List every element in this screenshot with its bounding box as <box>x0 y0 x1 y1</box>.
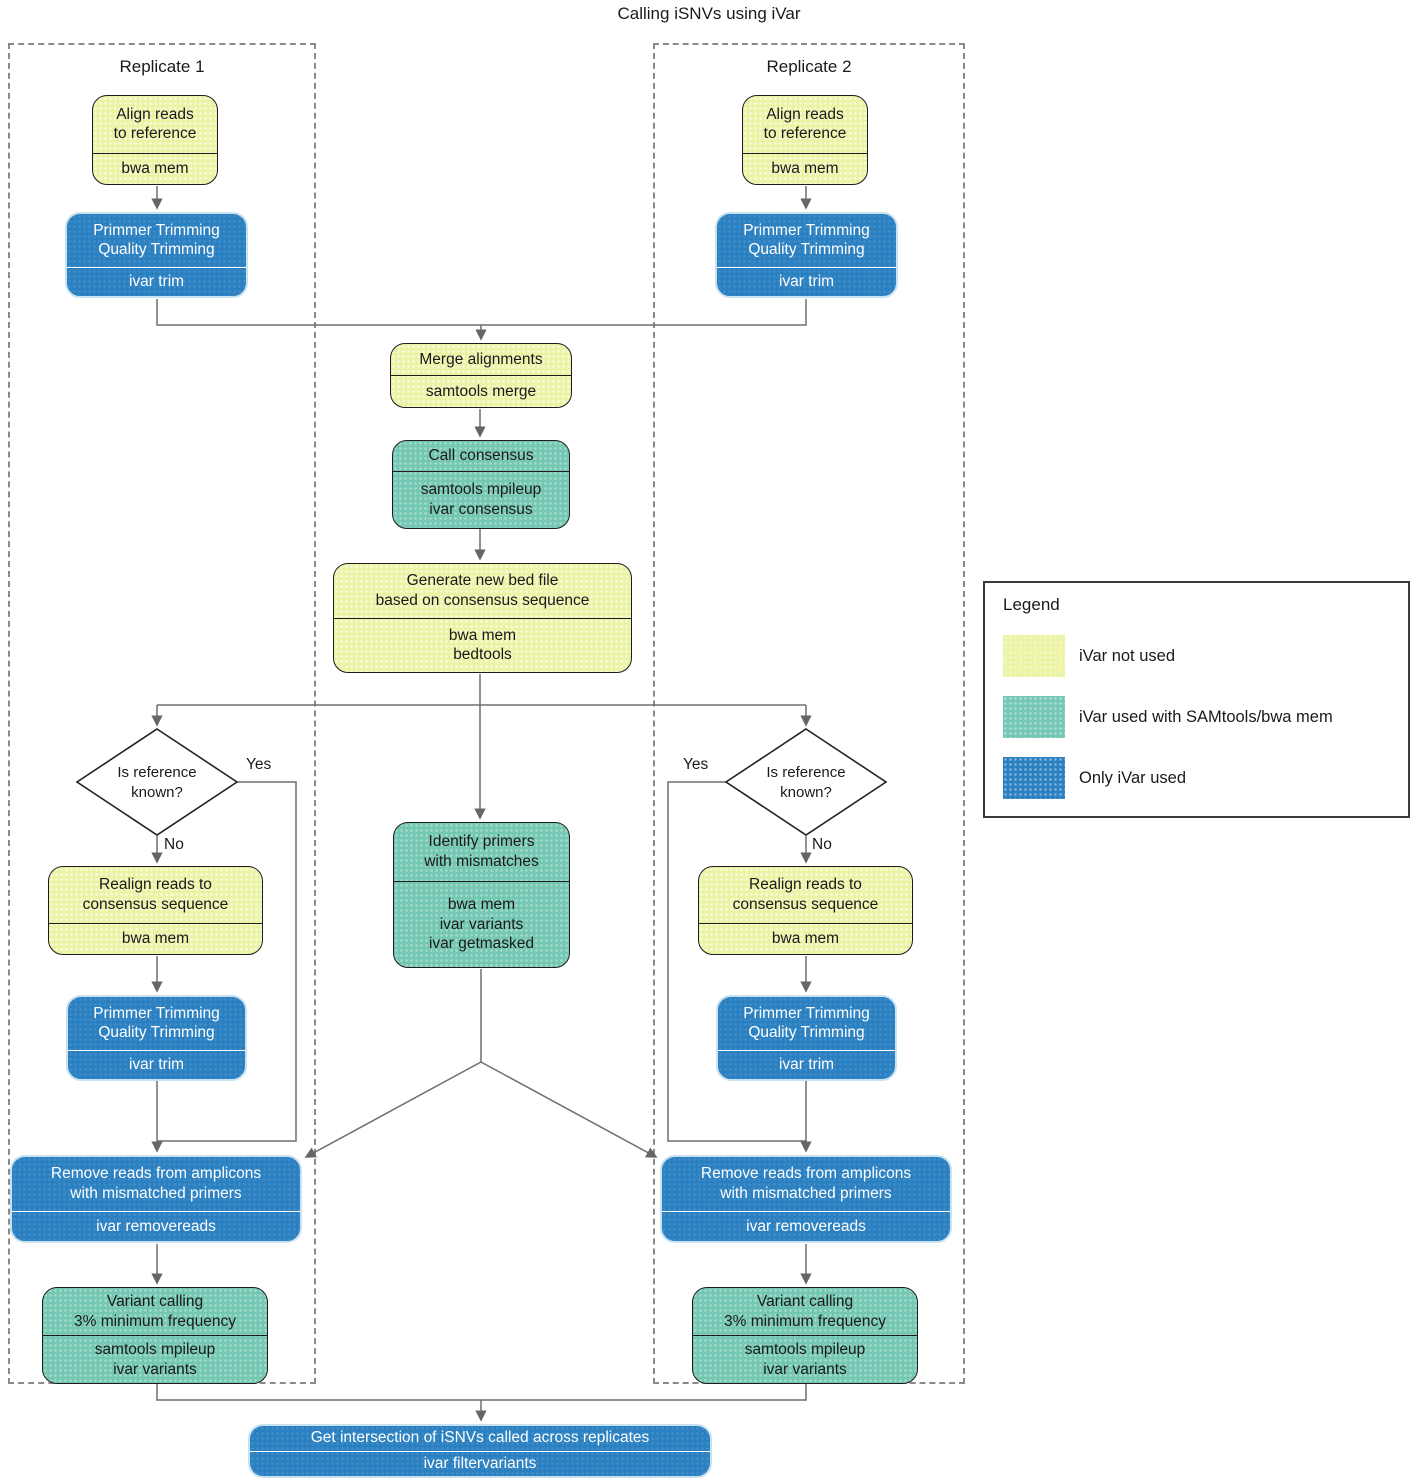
node-title: Primmer Trimming Quality Trimming <box>743 221 870 259</box>
flow-arrow-identify-right <box>480 1061 658 1158</box>
node-title: Get intersection of iSNVs called across … <box>310 1429 650 1447</box>
node-title: Variant calling 3% minimum frequency <box>724 1292 886 1330</box>
node-title: Primmer Trimming Quality Trimming <box>93 1004 220 1042</box>
legend-label: Only iVar used <box>1079 769 1186 787</box>
node-r2-primer-trimming-1: Primmer Trimming Quality Trimming ivar t… <box>715 212 898 298</box>
node-r2-primer-trimming-2: Primmer Trimming Quality Trimming ivar t… <box>716 995 897 1081</box>
decision-question-r2: Is reference known? <box>766 764 846 801</box>
branch-yes-r1: Yes <box>246 756 272 773</box>
node-tool: ivar filtervariants <box>250 1450 710 1477</box>
node-r2-remove-reads: Remove reads from amplicons with mismatc… <box>660 1155 952 1243</box>
node-title: Realign reads to consensus sequence <box>732 876 879 913</box>
node-identify-primers: Identify primers with mismatches bwa mem… <box>393 822 570 968</box>
node-title: Primmer Trimming Quality Trimming <box>93 221 220 259</box>
node-r2-variant-calling: Variant calling 3% minimum frequency sam… <box>692 1287 918 1384</box>
node-get-intersection: Get intersection of iSNVs called across … <box>248 1424 712 1478</box>
node-tool: ivar removereads <box>662 1211 950 1241</box>
replicate2-label: Replicate 2 <box>766 57 852 76</box>
node-r1-realign-reads: Realign reads to consensus sequence bwa … <box>48 866 263 955</box>
node-tool: ivar trim <box>717 266 896 296</box>
node-r1-primer-trimming-2: Primmer Trimming Quality Trimming ivar t… <box>66 995 247 1081</box>
legend-swatch-yellow <box>1003 635 1065 677</box>
node-tool: bwa mem <box>699 923 912 954</box>
node-title: Align reads to reference <box>113 105 197 143</box>
legend-label: iVar used with SAMtools/bwa mem <box>1079 708 1333 726</box>
branch-no-r2: No <box>812 836 832 853</box>
decision-diamond-r1 <box>75 728 239 836</box>
node-tool: samtools merge <box>391 375 571 407</box>
legend-swatch-blue <box>1003 757 1065 799</box>
node-tool: bwa mem bedtools <box>334 617 631 673</box>
node-r1-remove-reads: Remove reads from amplicons with mismatc… <box>10 1155 302 1243</box>
legend-item-ivar-with-samtools: iVar used with SAMtools/bwa mem <box>1003 696 1393 738</box>
legend-item-ivar-not-used: iVar not used <box>1003 635 1393 677</box>
node-tool: bwa mem <box>49 923 262 954</box>
node-title: Realign reads to consensus sequence <box>82 876 229 913</box>
node-r2-realign-reads: Realign reads to consensus sequence bwa … <box>698 866 913 955</box>
legend-item-only-ivar: Only iVar used <box>1003 757 1393 799</box>
node-title: Generate new bed file based on consensus… <box>375 572 590 609</box>
node-tool: bwa mem <box>743 152 867 184</box>
node-title: Align reads to reference <box>763 105 847 143</box>
flow-line-yes-left <box>157 781 297 1142</box>
node-tool: ivar trim <box>68 1049 245 1079</box>
flow-arrow-identify-left <box>304 1061 482 1158</box>
node-tool: bwa mem ivar variants ivar getmasked <box>394 881 569 967</box>
node-title: Call consensus <box>428 447 534 465</box>
branch-yes-r2: Yes <box>683 756 709 773</box>
legend-title: Legend <box>1003 595 1060 614</box>
node-tool: samtools mpileup ivar variants <box>43 1335 267 1383</box>
node-tool: ivar trim <box>67 266 246 296</box>
node-title: Variant calling 3% minimum frequency <box>74 1292 236 1330</box>
node-r1-variant-calling: Variant calling 3% minimum frequency sam… <box>42 1287 268 1384</box>
legend-swatch-teal <box>1003 696 1065 738</box>
node-call-consensus: Call consensus samtools mpileup ivar con… <box>392 440 570 529</box>
legend-label: iVar not used <box>1079 647 1176 665</box>
decision-question-r1: Is reference known? <box>117 764 197 801</box>
flow-line-yes-right <box>667 781 806 1142</box>
node-tool: ivar removereads <box>12 1211 300 1241</box>
branch-no-r1: No <box>164 836 184 853</box>
node-title: Remove reads from amplicons with mismatc… <box>700 1165 912 1202</box>
legend: Legend iVar not used iVar used with SAMt… <box>983 581 1410 818</box>
node-generate-bed-file: Generate new bed file based on consensus… <box>333 563 632 673</box>
node-title: Remove reads from amplicons with mismatc… <box>50 1165 262 1202</box>
node-tool: ivar trim <box>718 1049 895 1079</box>
node-merge-alignments: Merge alignments samtools merge <box>390 343 572 408</box>
flow-line-merge-join <box>156 299 807 326</box>
node-title: Primmer Trimming Quality Trimming <box>743 1004 870 1042</box>
replicate1-label: Replicate 1 <box>119 57 205 76</box>
node-tool: samtools mpileup ivar variants <box>693 1335 917 1383</box>
node-title: Identify primers with mismatches <box>424 833 539 870</box>
node-r2-align-reads: Align reads to reference bwa mem <box>742 95 868 185</box>
decision-diamond-r2 <box>724 728 888 836</box>
flow-line-bottom-join <box>156 1384 807 1401</box>
node-tool: bwa mem <box>93 152 217 184</box>
node-tool: samtools mpileup ivar consensus <box>393 471 569 528</box>
node-title: Merge alignments <box>419 350 543 368</box>
node-r1-align-reads: Align reads to reference bwa mem <box>92 95 218 185</box>
page-title: Calling iSNVs using iVar <box>617 4 801 23</box>
node-r1-primer-trimming-1: Primmer Trimming Quality Trimming ivar t… <box>65 212 248 298</box>
